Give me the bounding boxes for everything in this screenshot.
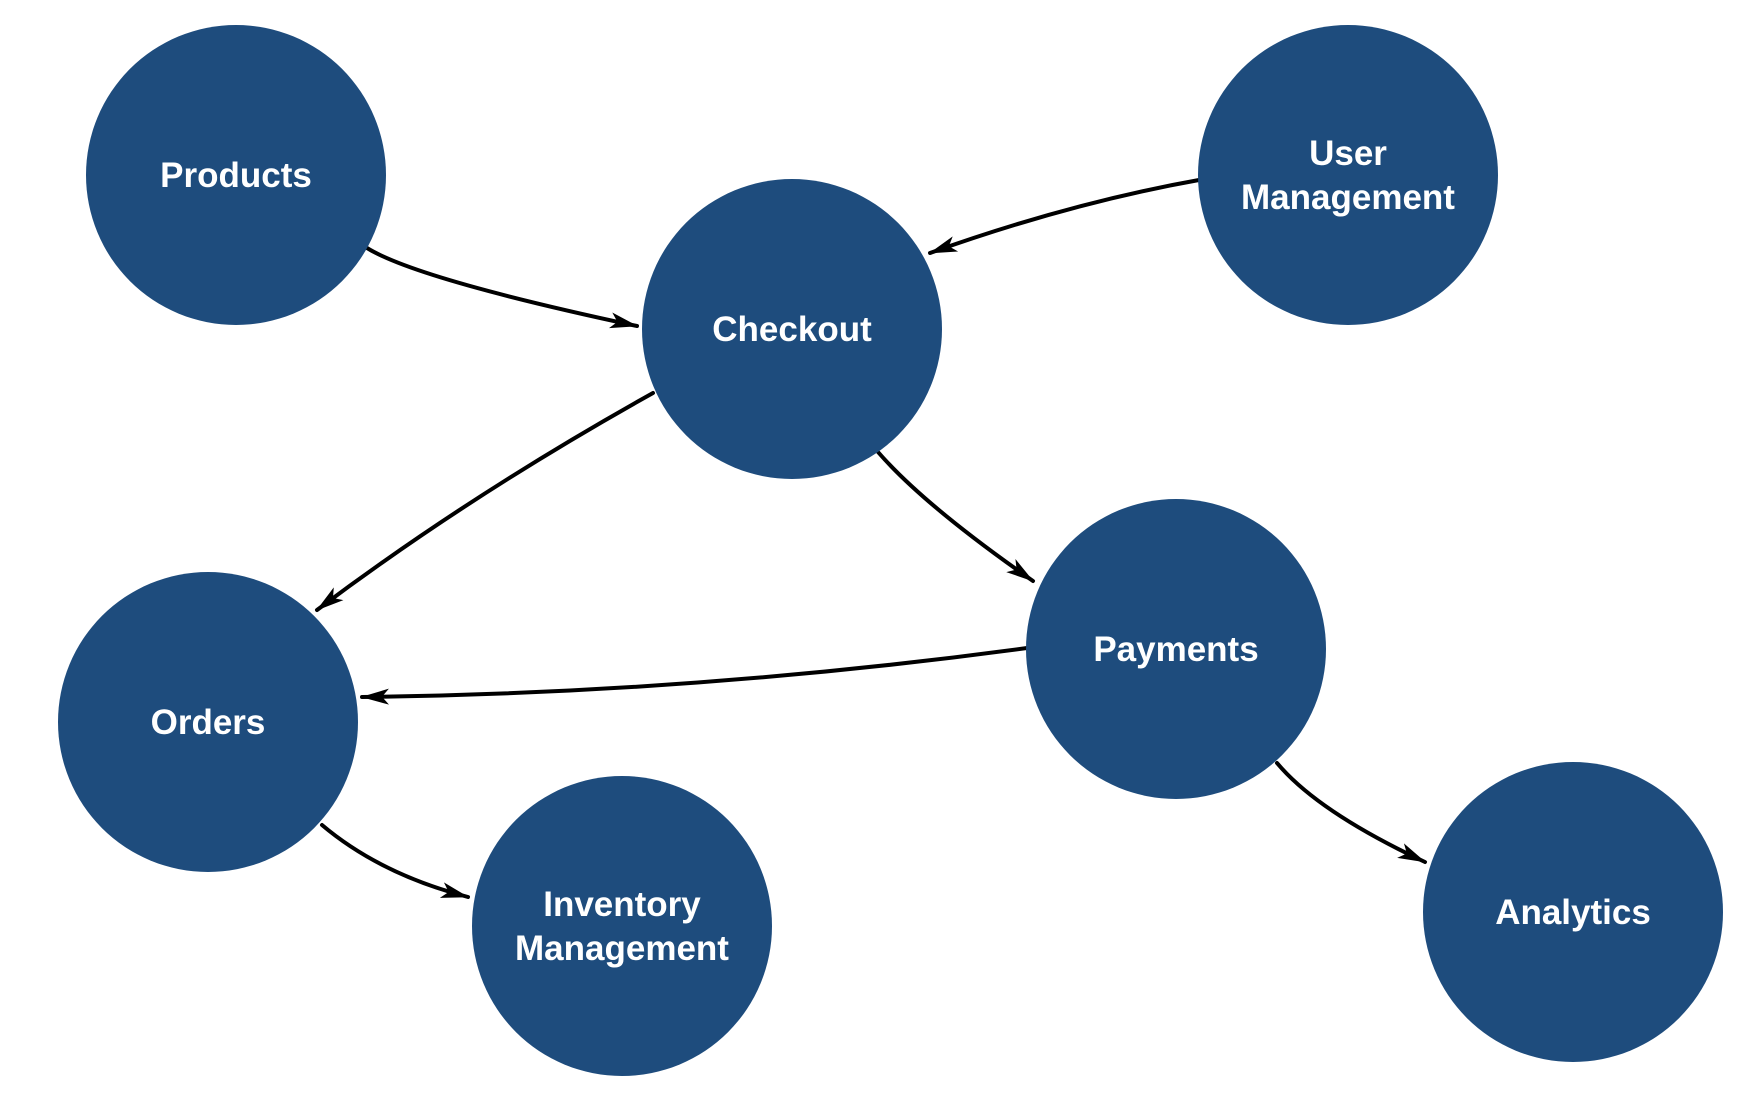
node-label-orders: Orders xyxy=(151,703,266,742)
node-label-line: Management xyxy=(515,929,729,968)
edge-checkout-to-payments xyxy=(876,450,1035,583)
node-label-line: Management xyxy=(1241,178,1455,217)
node-label-payments: Payments xyxy=(1093,630,1258,669)
node-checkout[interactable]: Checkout xyxy=(642,179,942,479)
node-circle-checkout[interactable] xyxy=(642,179,942,479)
node-payments[interactable]: Payments xyxy=(1026,499,1326,799)
node-label-line: User xyxy=(1309,134,1387,173)
node-circle-payments[interactable] xyxy=(1026,499,1326,799)
node-label-line: Analytics xyxy=(1495,893,1651,932)
node-circle-analytics[interactable] xyxy=(1423,762,1723,1062)
node-products[interactable]: Products xyxy=(86,25,386,325)
node-circle-inventory-management[interactable] xyxy=(472,776,772,1076)
node-label-line: Orders xyxy=(151,703,266,742)
node-circle-orders[interactable] xyxy=(58,572,358,872)
node-label-line: Checkout xyxy=(712,310,872,349)
edge-payments-to-analytics xyxy=(1275,761,1427,864)
edge-user-management-to-checkout xyxy=(928,178,1201,255)
node-circle-user-management[interactable] xyxy=(1198,25,1498,325)
node-label-analytics: Analytics xyxy=(1495,893,1651,932)
node-label-line: Inventory xyxy=(543,885,701,924)
node-orders[interactable]: Orders xyxy=(58,572,358,872)
node-label-checkout: Checkout xyxy=(712,310,872,349)
node-analytics[interactable]: Analytics xyxy=(1423,762,1723,1062)
edge-checkout-to-orders xyxy=(315,391,655,612)
node-label-line: Products xyxy=(160,156,312,195)
edge-products-to-checkout xyxy=(365,246,639,329)
edge-payments-to-orders xyxy=(360,646,1029,705)
node-label-products: Products xyxy=(160,156,312,195)
edges-layer xyxy=(315,178,1427,899)
node-circle-products[interactable] xyxy=(86,25,386,325)
edge-orders-to-inventory-management xyxy=(320,823,470,899)
node-label-line: Payments xyxy=(1093,630,1258,669)
